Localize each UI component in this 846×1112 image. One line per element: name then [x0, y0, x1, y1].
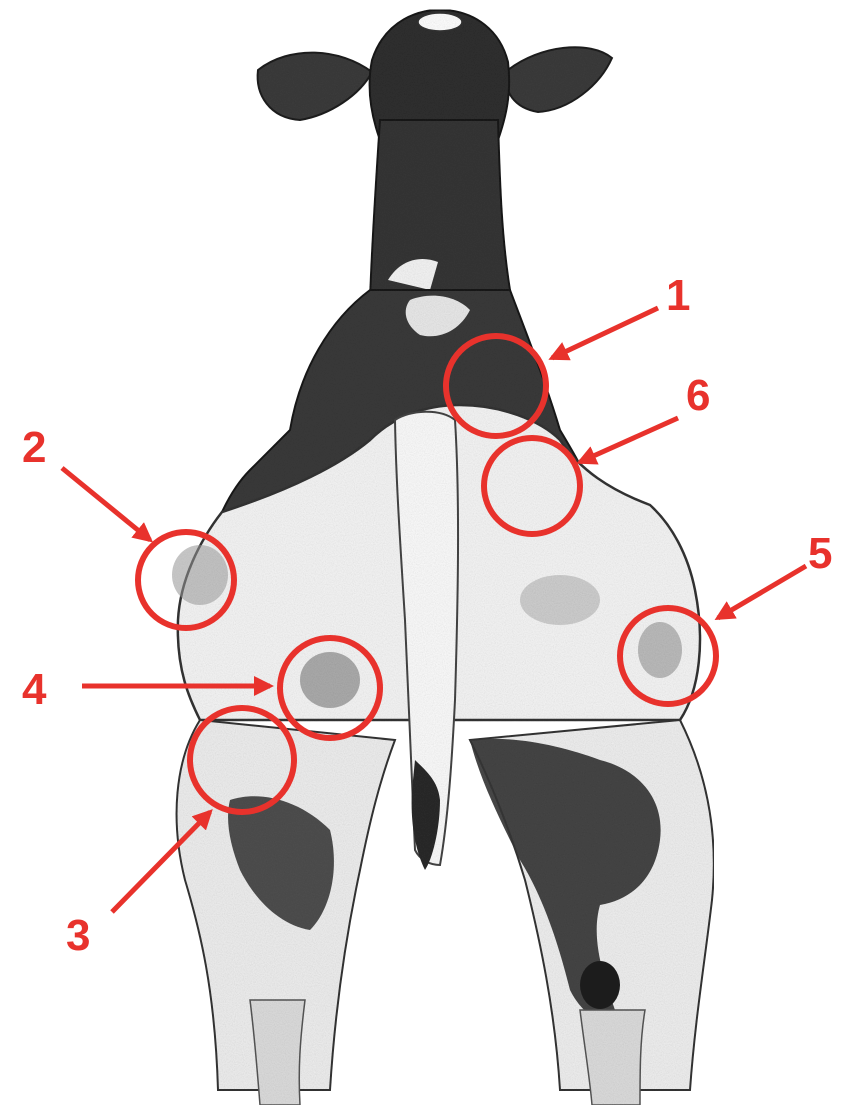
label-3: 3 — [66, 911, 90, 960]
arrow-1 — [552, 308, 658, 358]
right-ear — [507, 47, 612, 112]
cow-illustration — [172, 10, 714, 1105]
neck — [370, 120, 510, 300]
label-6: 6 — [686, 371, 710, 420]
left-ear — [258, 53, 372, 120]
arrow-2 — [62, 468, 150, 540]
label-5: 5 — [808, 529, 832, 578]
arrow-6 — [580, 418, 678, 462]
arrow-5 — [718, 566, 806, 618]
label-2: 2 — [22, 423, 46, 472]
label-1: 1 — [666, 271, 690, 320]
label-4: 4 — [22, 665, 47, 714]
